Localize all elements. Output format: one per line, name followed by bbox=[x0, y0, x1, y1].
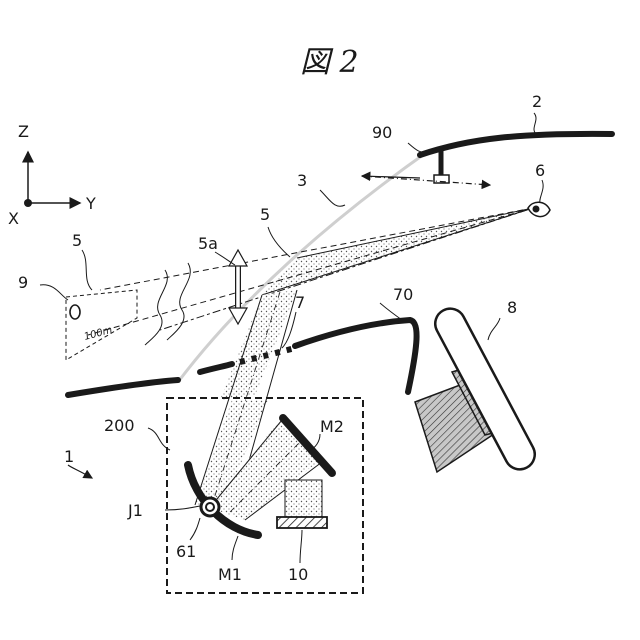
sign-icon bbox=[70, 305, 80, 319]
axes-indicator: Z Y X bbox=[8, 122, 96, 228]
label-j1: J1 bbox=[127, 501, 143, 520]
label-dash-70: 70 bbox=[393, 285, 413, 304]
axis-x-label: X bbox=[8, 209, 19, 228]
virtual-image-plane: 100m bbox=[66, 290, 137, 360]
label-eye-6: 6 bbox=[535, 161, 545, 180]
axis-z-label: Z bbox=[18, 122, 29, 141]
pivot-j1 bbox=[201, 498, 219, 516]
eye-icon bbox=[528, 202, 550, 216]
dashboard-mid bbox=[200, 364, 232, 372]
figure-title: 図 2 bbox=[300, 45, 359, 80]
system-label-arrow bbox=[68, 465, 92, 478]
dashboard-left bbox=[68, 380, 178, 395]
label-display-10: 10 bbox=[288, 565, 308, 584]
label-system-1: 1 bbox=[64, 447, 74, 466]
distance-text: 100m bbox=[83, 325, 114, 343]
label-mirror-90: 90 bbox=[372, 123, 392, 142]
label-pivot-61: 61 bbox=[176, 542, 196, 561]
break-line-2 bbox=[167, 263, 190, 340]
label-ray-5-upper: 5 bbox=[72, 231, 82, 250]
label-glass-3: 3 bbox=[297, 171, 307, 190]
beam-to-display bbox=[285, 480, 322, 517]
axis-y-label: Y bbox=[85, 194, 96, 213]
label-unit-200: 200 bbox=[104, 416, 135, 435]
roof-panel bbox=[420, 134, 612, 155]
label-5a: 5a bbox=[198, 234, 218, 253]
label-m2: M2 bbox=[320, 417, 344, 436]
label-beam-7: 7 bbox=[295, 293, 305, 312]
dashboard-right bbox=[295, 320, 417, 392]
label-m1: M1 bbox=[218, 565, 242, 584]
virtual-image-rays bbox=[88, 208, 533, 335]
label-steering-8: 8 bbox=[507, 298, 517, 317]
steering-wheel bbox=[415, 303, 540, 474]
label-windshield: 2 bbox=[532, 92, 542, 111]
label-sign-9: 9 bbox=[18, 273, 28, 292]
image-shift-arrow bbox=[229, 250, 247, 324]
display-panel bbox=[277, 517, 327, 528]
label-ray-5-mid: 5 bbox=[260, 205, 270, 224]
